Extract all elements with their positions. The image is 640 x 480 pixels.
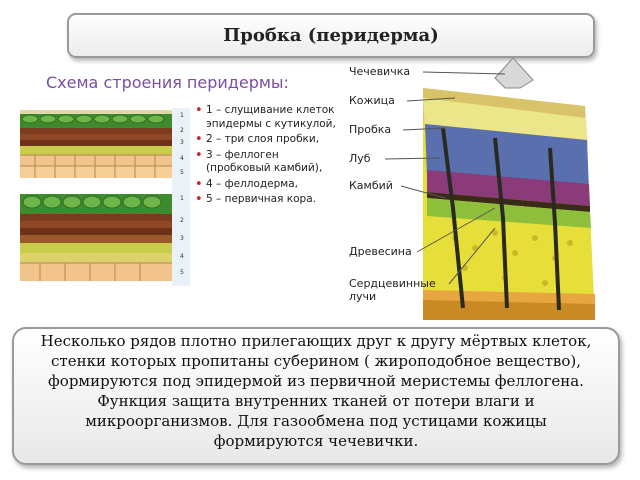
label-cork: Пробка (349, 123, 391, 136)
lenticel-shape (494, 58, 534, 89)
layer-cork-2 (20, 134, 172, 140)
periderm-layers-image: 1 2 3 4 5 1 2 3 4 5 (20, 108, 190, 288)
label-bast: Луб (349, 152, 371, 165)
layer-legend: 1 – слущивание клеток эпидермы с кутикул… (195, 104, 345, 209)
label-lenticel: Чечевичка (349, 65, 410, 78)
strip-number: 1 (180, 195, 184, 202)
legend-item: 4 – феллодерма, (195, 178, 345, 192)
layer-phellogen (20, 146, 172, 155)
label-skin: Кожица (349, 94, 395, 107)
layer-cork-1 (20, 128, 172, 134)
stem-section-diagram: Чечевичка Кожица Пробка Луб Камбий Древе… (349, 58, 595, 320)
scheme-subtitle: Схема строения перидермы: (46, 73, 289, 92)
title-box: Пробка (перидерма) (67, 13, 595, 58)
legend-item: 5 – первичная кора. (195, 193, 345, 207)
legend-item: 1 – слущивание клеток эпидермы с кутикул… (195, 104, 345, 131)
layer-cork-3 (20, 140, 172, 146)
strip-number: 3 (180, 235, 184, 242)
strip-number: 2 (180, 217, 184, 224)
page-title: Пробка (перидерма) (223, 25, 439, 46)
description-box: Несколько рядов плотно прилегающих друг … (12, 327, 620, 465)
label-cambium: Камбий (349, 179, 393, 192)
strip-number: 5 (180, 269, 184, 276)
strip-number: 2 (180, 127, 184, 134)
description-text: Несколько рядов плотно прилегающих друг … (40, 332, 592, 450)
layer-phelloderm (20, 155, 172, 166)
strip-number: 3 (180, 139, 184, 146)
layer-cortex (20, 166, 172, 178)
strip-number: 5 (180, 169, 184, 176)
strip-number: 1 (180, 112, 184, 119)
strip-number: 4 (180, 253, 184, 260)
strip-number: 4 (180, 155, 184, 162)
label-wood: Древесина (349, 245, 412, 258)
legend-item: 3 – феллоген (пробковый камбий), (195, 149, 345, 176)
legend-item: 2 – три слоя пробки, (195, 133, 345, 147)
